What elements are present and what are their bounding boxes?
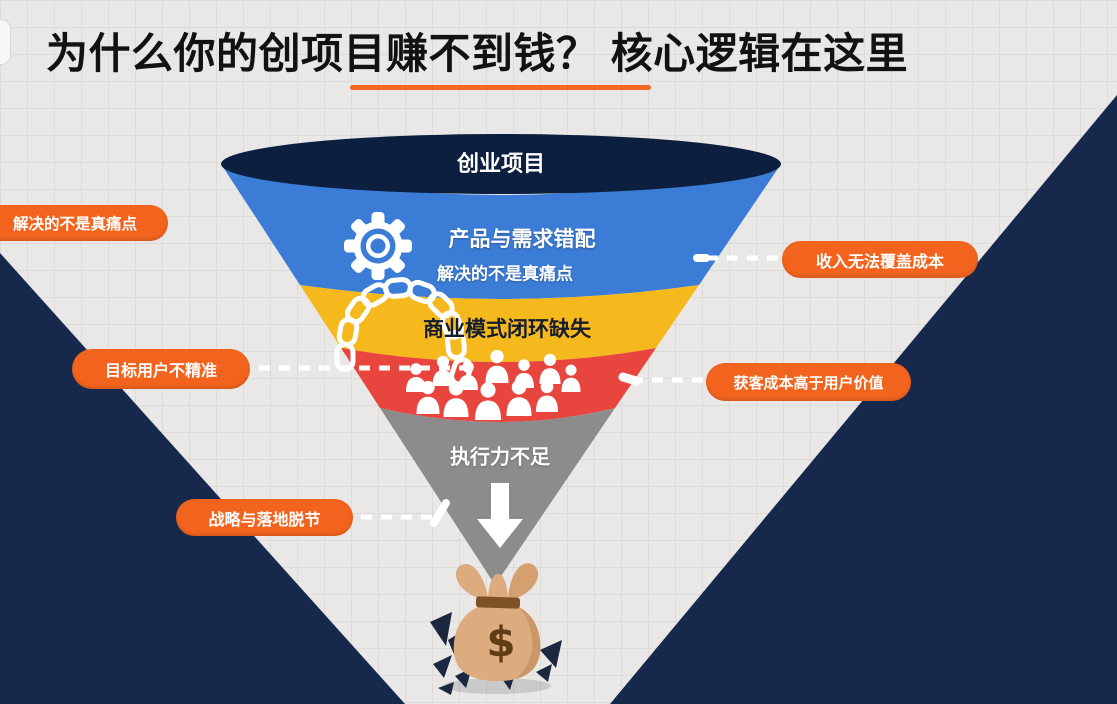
down-arrow-icon [477, 483, 523, 548]
money-bag-icon [430, 563, 562, 695]
callout-not-real-painpoint: 解决的不是真痛点 [0, 205, 168, 241]
callout-imprecise-target-users: 目标用户不精准 [72, 349, 250, 389]
callout-label: 解决的不是真痛点 [12, 216, 137, 233]
title-underline [350, 85, 651, 90]
funnel-blue-heading: 产品与需求错配 [448, 228, 596, 251]
connector-right-middle-cap [618, 372, 641, 386]
funnel-layer-yellow [300, 285, 699, 362]
gear-icon [344, 212, 412, 280]
funnel-yellow-heading: 商业模式闭环缺失 [423, 318, 591, 341]
money-bag-body [453, 563, 541, 681]
callout-label: 目标用户不精准 [104, 363, 217, 380]
callout-strategy-execution-gap: 战略与落地脱节 [176, 499, 353, 536]
callout-revenue-cannot-cover-cost: 收入无法覆盖成本 [782, 241, 978, 278]
money-bag-dollar-sign: $ [486, 617, 516, 667]
callout-cac-above-user-value: 获客成本高于用户价值 [706, 363, 911, 401]
connectors [259, 254, 779, 527]
edge-tab [0, 19, 11, 65]
callout-label: 获客成本高于用户价值 [733, 374, 884, 392]
connector-left-bottom-arrowhead [430, 499, 450, 527]
broken-chain-icon [334, 277, 473, 387]
funnel-top-label: 创业项目 [456, 151, 546, 176]
money-bag-shadow [443, 678, 551, 694]
page-title: 为什么你的创项目赚不到钱？ 核心逻辑在这里 [46, 30, 909, 77]
callout-label: 战略与落地脱节 [208, 511, 321, 529]
funnel-gray-heading: 执行力不足 [450, 446, 550, 469]
funnel-top-ellipse [221, 134, 781, 194]
funnel-blue-subheading: 解决的不是真痛点 [437, 264, 573, 284]
callout-label: 收入无法覆盖成本 [815, 253, 944, 271]
